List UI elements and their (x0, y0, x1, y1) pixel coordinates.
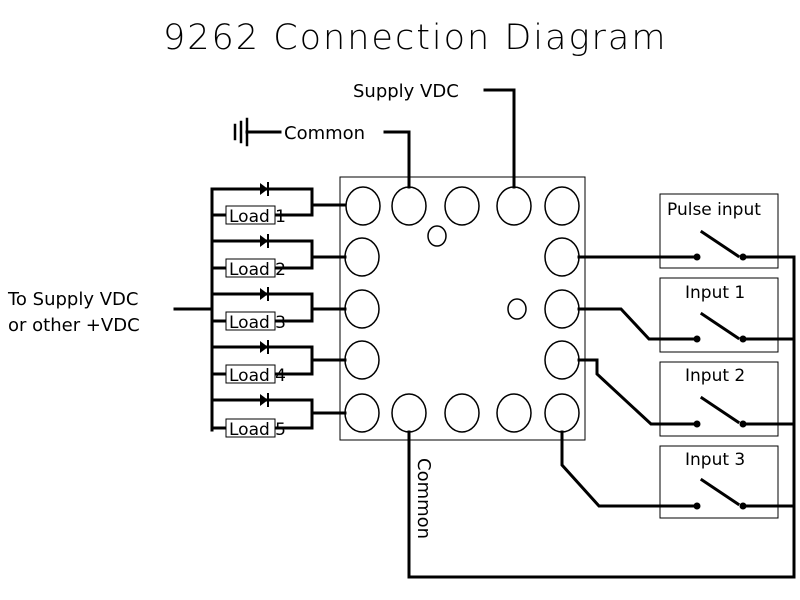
common-top-wire (383, 130, 411, 189)
terminal-column-right (544, 237, 580, 380)
terminal-input-3 (544, 393, 580, 433)
terminal-common (391, 186, 427, 226)
common-bottom-label: Common (413, 458, 434, 539)
terminal-row-bottom (344, 393, 580, 433)
terminal-load-5 (344, 393, 380, 433)
terminal (544, 186, 580, 226)
diode-icon (260, 393, 269, 407)
terminal-common-bottom (391, 393, 427, 433)
input-1: Input 1 (577, 277, 796, 353)
load-box (225, 364, 276, 384)
terminal-pulse (544, 237, 580, 277)
to-supply-label-line2: or other +VDC (8, 315, 140, 336)
terminal-load-2 (344, 237, 380, 277)
terminal (496, 393, 532, 433)
diagram-title: 9262 Connection Diagram (163, 18, 667, 58)
load-5: Load 5 (210, 393, 347, 440)
switch-icon (699, 477, 741, 507)
terminal-input-2 (544, 340, 580, 380)
terminal (444, 393, 480, 433)
load-label: Load 4 (229, 366, 286, 386)
supply-vdc-label: Supply VDC (353, 81, 459, 102)
supply-vdc-wire (483, 88, 516, 189)
ground-icon (233, 117, 282, 147)
switch-icon (699, 311, 741, 341)
diode-icon (260, 287, 269, 301)
input-label: Input 2 (685, 366, 745, 386)
load-box (225, 418, 276, 438)
load-label: Load 3 (229, 313, 286, 333)
load-box (225, 258, 276, 278)
mounting-hole (507, 298, 527, 320)
load-label: Load 2 (229, 260, 286, 280)
input-label: Input 1 (685, 283, 745, 303)
terminal-supply (496, 186, 532, 226)
to-supply-label-line1: To Supply VDC (7, 289, 138, 310)
terminal (345, 186, 381, 226)
terminal-load-3 (344, 289, 380, 329)
terminal (444, 186, 480, 226)
switch-icon (699, 229, 741, 259)
load-label: Load 5 (229, 420, 286, 440)
load-label: Load 1 (229, 207, 286, 227)
terminal-column-left (344, 237, 380, 380)
load-box (225, 311, 276, 331)
input-label: Pulse input (667, 200, 761, 220)
load-2: Load 2 (210, 234, 347, 280)
input-3: Input 3 (560, 430, 796, 519)
diode-icon (260, 182, 269, 196)
diode-icon (260, 340, 269, 354)
switch-icon (699, 395, 741, 425)
diode-icon (260, 234, 269, 248)
input-2: Input 2 (577, 358, 796, 437)
common-top-label: Common (284, 123, 365, 144)
input-label: Input 3 (685, 450, 745, 470)
terminal-row-top (345, 186, 580, 226)
load-4: Load 4 (210, 340, 347, 386)
common-return-wire (407, 256, 796, 579)
terminal-input-1 (544, 289, 580, 329)
mounting-hole (427, 225, 447, 247)
load-3: Load 3 (210, 287, 347, 333)
input-pulse: Pulse input (577, 193, 796, 269)
load-box (225, 205, 276, 225)
load-1: Load 1 (210, 182, 347, 227)
terminal-load-4 (344, 340, 380, 380)
